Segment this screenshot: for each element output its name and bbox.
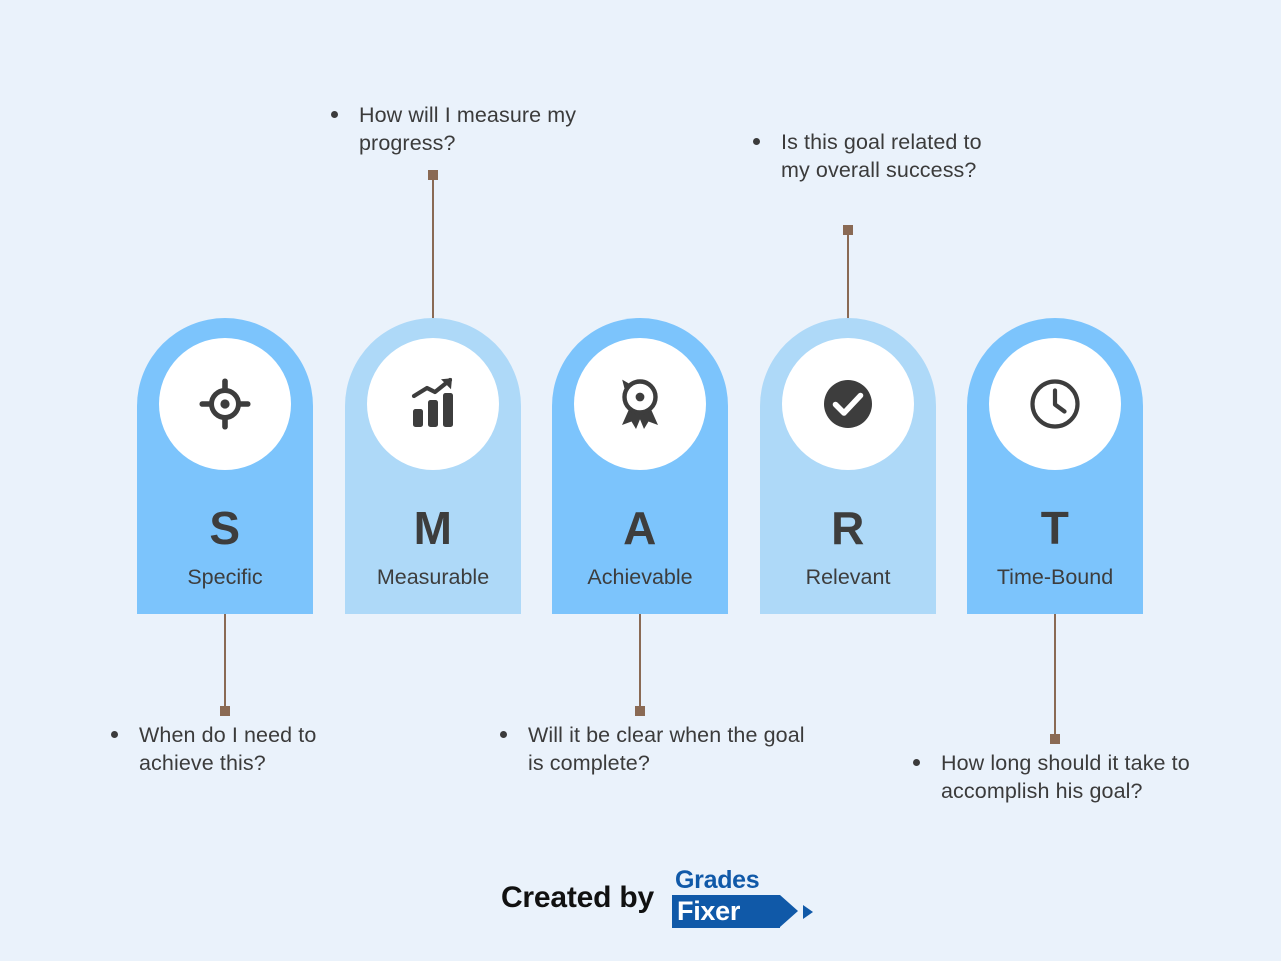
- pillar-letter: M: [413, 502, 453, 554]
- pillar-word: Achievable: [587, 565, 693, 589]
- connector-line-measurable: [428, 170, 438, 322]
- logo-pencil-banner: Fixer: [672, 895, 799, 928]
- bar-chart-growth-icon: [405, 376, 461, 432]
- connector-cap: [635, 706, 645, 716]
- callout-text: How long should it take to accomplish hi…: [941, 751, 1190, 803]
- icon-circle-achievable: [574, 338, 706, 470]
- pillar-word: Time-Bound: [996, 565, 1114, 589]
- bullet-point: [331, 111, 338, 118]
- pillar-letter: A: [623, 502, 657, 554]
- pillar-word: Measurable: [376, 565, 490, 589]
- connector-line-relevant: [843, 225, 853, 325]
- callout-text: Is this goal related to my overall succe…: [781, 130, 982, 182]
- callout-timebound-question: How long should it take to accomplish hi…: [913, 749, 1213, 805]
- logo-banner-wrap: Fixer: [672, 895, 814, 928]
- connector-cap: [843, 225, 853, 235]
- pillar-achievable[interactable]: A Achievable: [552, 318, 728, 614]
- pillar-specific[interactable]: S Specific: [137, 318, 313, 614]
- callout-measurable-question: How will I measure my progress?: [331, 101, 621, 157]
- icon-circle-specific: [159, 338, 291, 470]
- pillar-letter: R: [831, 502, 865, 554]
- icon-circle-timebound: [989, 338, 1121, 470]
- bullet-point: [500, 731, 507, 738]
- callout-text: When do I need to achieve this?: [139, 723, 317, 775]
- logo-pencil-nib-icon: [803, 905, 814, 919]
- connector-line-achievable: [635, 614, 645, 716]
- connector-line-timebound: [1050, 614, 1060, 744]
- callout-text: How will I measure my progress?: [359, 103, 577, 155]
- logo-grades-text: Grades: [675, 866, 760, 894]
- callout-relevant-question: Is this goal related to my overall succe…: [753, 128, 998, 184]
- icon-circle-relevant: [782, 338, 914, 470]
- check-circle-icon: [822, 378, 874, 430]
- pillar-relevant[interactable]: R Relevant: [760, 318, 936, 614]
- callout-achievable-question: Will it be clear when the goal is comple…: [500, 721, 810, 777]
- bullet-point: [913, 759, 920, 766]
- logo-fixer-text: Fixer: [677, 896, 741, 926]
- pillar-letter: S: [209, 502, 241, 554]
- target-crosshair-icon: [197, 376, 253, 432]
- bullet-point: [753, 138, 760, 145]
- pillar-letter: T: [1040, 502, 1070, 554]
- clock-icon: [1029, 378, 1081, 430]
- connector-cap: [220, 706, 230, 716]
- pillar-measurable[interactable]: M Measurable: [345, 318, 521, 614]
- created-by-label: Created by: [500, 881, 655, 914]
- gradesfixer-logo[interactable]: Grades Fixer: [672, 866, 814, 928]
- pillar-timebound[interactable]: T Time-Bound: [967, 318, 1143, 614]
- callout-specific-question: When do I need to achieve this?: [111, 721, 361, 777]
- footer-attribution: Created by Grades Fixer: [0, 868, 1281, 928]
- icon-circle-measurable: [367, 338, 499, 470]
- pillar-word: Specific: [187, 565, 263, 589]
- callout-text: Will it be clear when the goal is comple…: [528, 723, 805, 775]
- bullet-point: [111, 731, 118, 738]
- connector-line-specific: [220, 614, 230, 716]
- pillar-word: Relevant: [805, 565, 891, 589]
- connector-cap: [428, 170, 438, 180]
- connector-cap: [1050, 734, 1060, 744]
- award-medal-icon: [612, 376, 668, 432]
